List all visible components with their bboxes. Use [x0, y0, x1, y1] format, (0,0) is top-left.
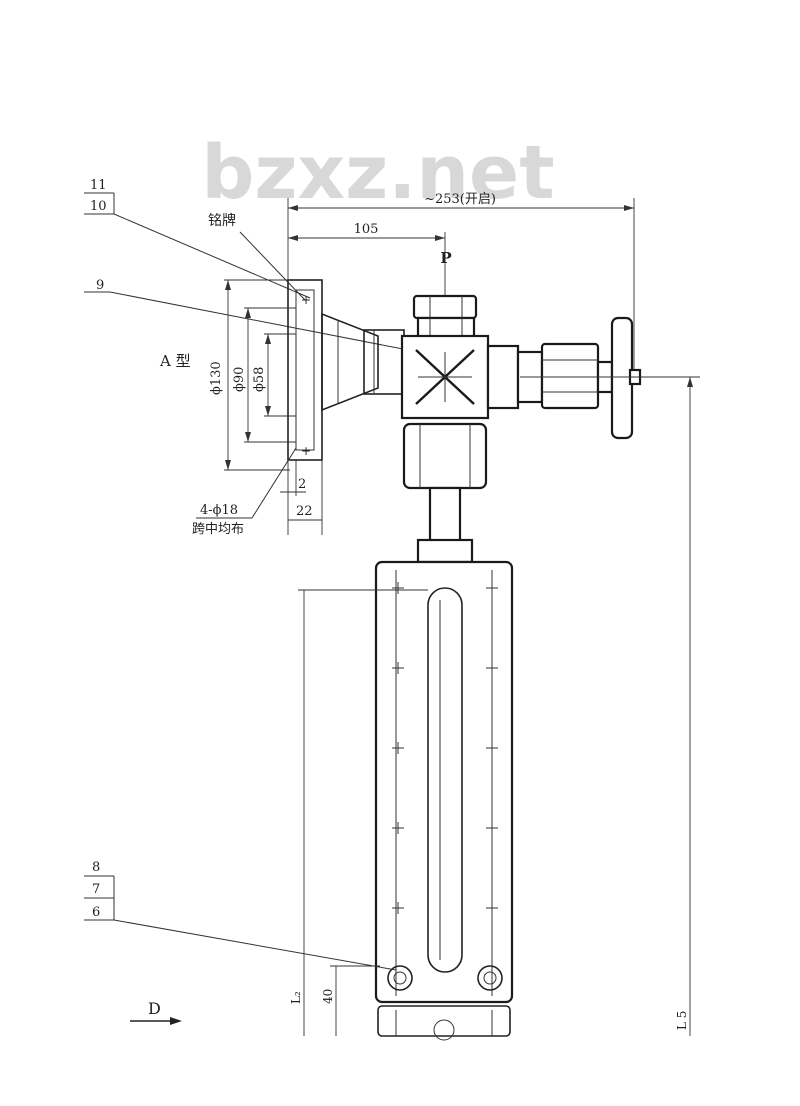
dimension-flange-d58: ϕ58: [252, 333, 296, 417]
dimension-overall-width: ~253(开启): [287, 192, 635, 375]
view-d-marker: D: [130, 999, 182, 1025]
callout-9: 9: [84, 278, 409, 351]
label-nameplate: 铭牌: [208, 212, 236, 229]
label-holes-note: 跨中均布: [192, 522, 244, 537]
callout-holes: 4-ϕ18 跨中均布: [192, 447, 297, 537]
dimension-bottom-left: L₂ 40: [289, 965, 380, 1036]
dimension-offset: 105: [288, 222, 446, 300]
gauge-frame: [374, 560, 514, 1041]
dimension-l2-text: L₂: [289, 991, 303, 1004]
svg-text:+: +: [301, 293, 311, 307]
label-part-9: 9: [96, 278, 104, 293]
label-type-a: A 型: [159, 352, 191, 370]
flange: + +: [287, 279, 405, 461]
callout-11-10: 11 10: [84, 178, 311, 299]
valve-body: [400, 294, 700, 564]
dimension-thickness: 2 22: [280, 460, 323, 535]
dimension-t22-text: 22: [296, 504, 313, 519]
dimension-l5-text: L 5: [675, 1011, 689, 1030]
watermark: bzxz.net: [201, 130, 554, 216]
callout-8-7-6: 8 7 6: [84, 860, 397, 971]
dimension-flange-d90: ϕ90: [232, 307, 296, 443]
dimension-h40-text: 40: [321, 989, 335, 1004]
callout-nameplate: 铭牌: [208, 212, 306, 301]
label-view-d: D: [148, 999, 161, 1018]
label-point-p: P: [440, 249, 451, 267]
label-part-10: 10: [90, 199, 107, 214]
dimension-d58-text: ϕ58: [252, 367, 267, 392]
dimension-d90-text: ϕ90: [232, 367, 247, 392]
dimension-overall-width-text: ~253(开启): [424, 192, 496, 207]
label-part-6: 6: [92, 905, 100, 920]
label-holes: 4-ϕ18: [200, 503, 238, 518]
dimension-flange-d130: ϕ130: [209, 279, 290, 471]
dimension-right-vertical: L 5: [675, 377, 693, 1036]
label-part-7: 7: [92, 882, 100, 897]
svg-text:+: +: [301, 444, 311, 458]
label-part-11: 11: [90, 178, 107, 193]
dimension-offset-text: 105: [354, 222, 379, 237]
dimension-d130-text: ϕ130: [209, 361, 224, 395]
label-part-8: 8: [92, 860, 100, 875]
dimension-t2-text: 2: [298, 477, 306, 492]
